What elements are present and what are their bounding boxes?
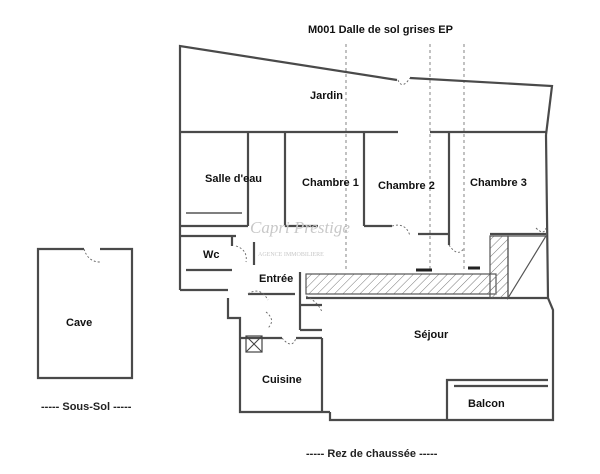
cave-walls	[36, 247, 134, 380]
label-cuisine: Cuisine	[262, 374, 302, 386]
label-salle-eau: Salle d'eau	[205, 173, 262, 185]
watermark-subtitle: AGENCE IMMOBILIERE	[258, 252, 324, 258]
interior-walls	[180, 130, 548, 420]
plan-title: M001 Dalle de sol grises EP	[308, 24, 453, 36]
label-entree: Entrée	[259, 273, 293, 285]
label-jardin: Jardin	[310, 90, 343, 102]
label-balcon: Balcon	[468, 398, 505, 410]
outer-walls	[178, 44, 555, 422]
hatched-strip	[245, 235, 548, 353]
watermark-title: Capri Prestige	[250, 218, 350, 237]
label-sejour: Séjour	[414, 329, 449, 341]
caption-rez-de-chaussee: ----- Rez de chaussée -----	[306, 448, 438, 460]
label-wc: Wc	[203, 249, 220, 261]
label-cave: Cave	[66, 317, 92, 329]
label-chambre-2: Chambre 2	[378, 180, 435, 192]
watermark: Capri Prestige AGENCE IMMOBILIERE	[250, 218, 350, 258]
door-swings	[235, 77, 547, 345]
label-chambre-1: Chambre 1	[302, 177, 359, 189]
room-labels: Jardin Salle d'eau Chambre 1 Chambre 2 C…	[66, 90, 527, 410]
caption-sous-sol: ----- Sous-Sol -----	[41, 401, 132, 413]
label-chambre-3: Chambre 3	[470, 177, 527, 189]
